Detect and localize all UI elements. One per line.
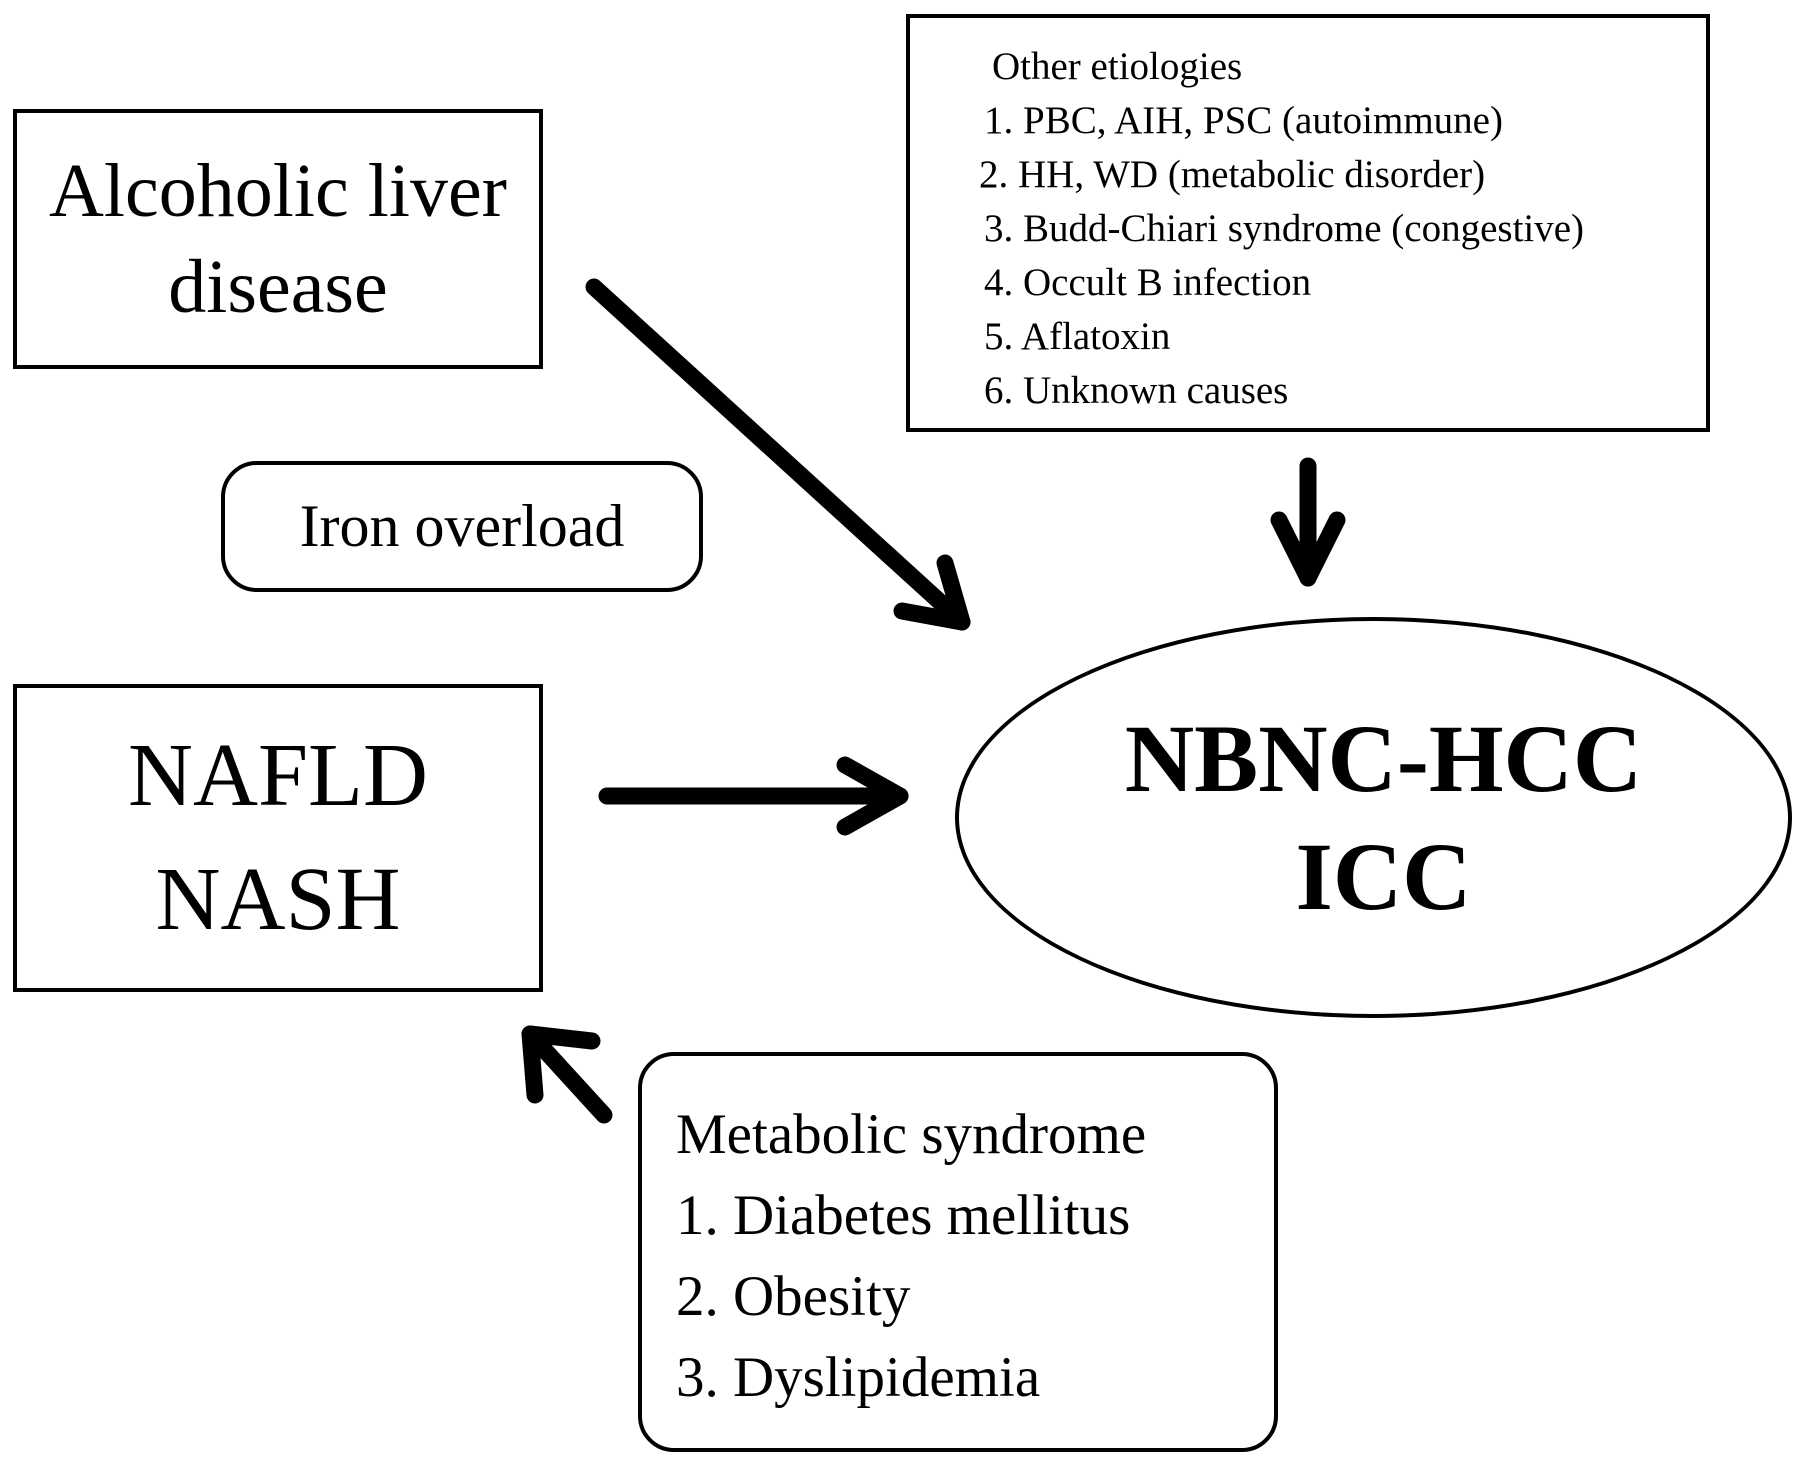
iron-overload-label: Iron overload [299,493,625,559]
alcoholic-line-1: Alcoholic liver [49,149,507,233]
other-etiology-item: 4. Occult B infection [984,261,1312,304]
other-etiology-item: 6. Unknown causes [984,369,1289,412]
nafld-to-hcc-arrow [598,756,909,836]
other-etiology-item: 1. PBC, AIH, PSC (autoimmune) [984,99,1503,142]
other-etiology-item: 2. HH, WD (metabolic disorder) [979,153,1486,196]
alcoholic-to-hcc-arrow [585,278,971,631]
metabolic-syndrome-item: 1. Diabetes mellitus [676,1184,1131,1247]
alcoholic-line-2: disease [168,245,388,329]
iron-overload-box: Iron overload [221,461,703,592]
metabolic-syndrome-title: Metabolic syndrome [676,1103,1147,1166]
hcc-line-1: NBNC-HCC [1124,704,1643,812]
hcc-line-2: ICC [1295,822,1472,930]
other-etiology-item: 5. Aflatoxin [984,315,1171,358]
other-etiology-item: 3. Budd-Chiari syndrome (congestive) [984,207,1585,250]
metabolic-syndrome-item: 2. Obesity [676,1265,911,1328]
metabolic-syndrome-box: Metabolic syndrome 1. Diabetes mellitus … [638,1052,1278,1452]
metabolic-syndrome-item: 3. Dyslipidemia [676,1346,1041,1409]
nbnc-hcc-icc-ellipse: NBNC-HCC ICC [955,617,1792,1018]
alcoholic-liver-disease-box: Alcoholic liver disease [13,109,543,369]
nafld-line-1: NAFLD [127,726,428,825]
other-etiologies-box: Other etiologies 1. PBC, AIH, PSC (autoi… [906,14,1710,432]
other-etiologies-title: Other etiologies [992,45,1243,88]
nafld-nash-box: NAFLD NASH [13,684,543,992]
metabolic-to-nafld-arrow [521,1025,613,1124]
other-to-hcc-arrow [1270,457,1346,587]
nafld-line-2: NASH [155,850,401,949]
